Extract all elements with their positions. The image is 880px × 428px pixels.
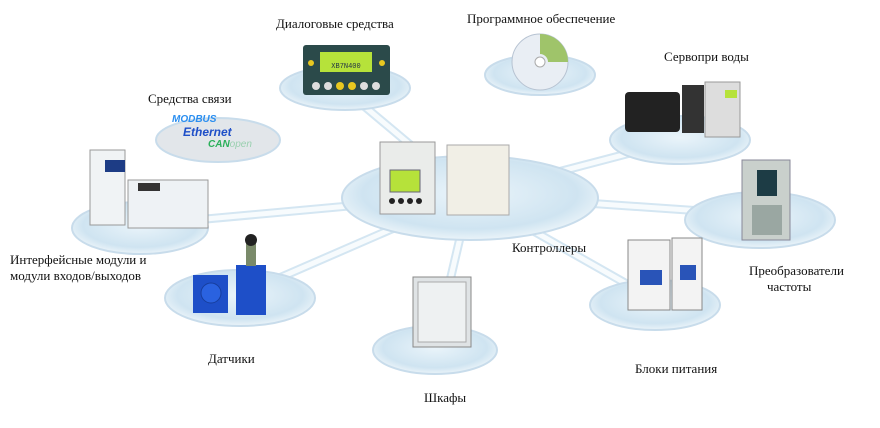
label-comms: Средства связи [148,91,232,106]
controllers-image [379,141,510,216]
label-dialog: Диалоговые средства [276,16,394,31]
label-software: Программное обеспечение [467,11,616,26]
servo-image [625,81,741,138]
label-drives-2: частоты [767,279,812,294]
open-text: open [229,139,252,150]
label-io-2: модули входов/выходов [10,268,141,283]
power-block-image [627,237,703,311]
sensors-image [193,234,266,315]
label-controllers: Контроллеры [512,240,587,255]
label-io-1: Интерфейсные модули и [10,252,147,267]
canopen-logo: CANopen [208,139,252,150]
display-text: XB7N400 [331,63,360,71]
label-sensors: Датчики [208,351,255,366]
label-power: Блоки питания [635,361,718,376]
label-servo: Сервопри воды [664,49,749,64]
ethernet-logo: Ethernet [183,125,232,139]
label-cabinets: Шкафы [424,390,467,405]
dialog-terminal-image [303,45,390,95]
software-cd-image [511,33,569,91]
cabinet-image [412,276,472,348]
io-modules-image [89,149,209,229]
drive-image [741,159,791,241]
platform-comms [155,117,281,163]
can-text: CAN [208,139,230,150]
modbus-logo: MODBUS [172,114,217,125]
label-drives-1: Преобразователи [749,263,844,278]
